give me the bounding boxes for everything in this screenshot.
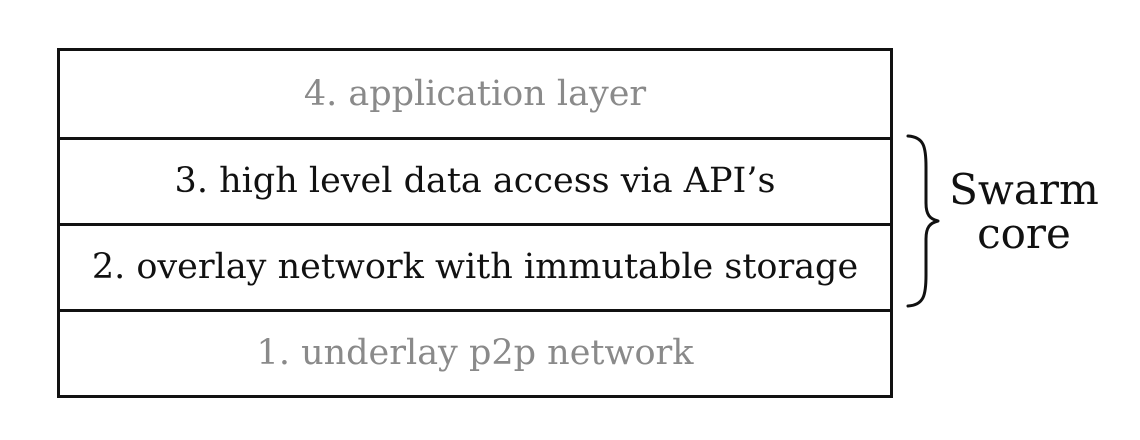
curly-brace xyxy=(906,134,940,308)
layer-data-access-label: 3. high level data access via API’s xyxy=(174,161,776,201)
layer-overlay-network: 2. overlay network with immutable storag… xyxy=(60,223,890,309)
swarm-core-label-line1: Swarm xyxy=(949,165,1099,214)
layer-application: 4. application layer xyxy=(60,51,890,137)
layer-underlay-network-label: 1. underlay p2p network xyxy=(256,333,694,373)
swarm-core-label-line2: core xyxy=(977,209,1071,258)
layer-data-access: 3. high level data access via API’s xyxy=(60,137,890,223)
swarm-core-label: Swarm core xyxy=(944,168,1104,256)
layer-stack: 4. application layer 3. high level data … xyxy=(57,48,893,398)
layer-underlay-network: 1. underlay p2p network xyxy=(60,309,890,395)
layer-overlay-network-label: 2. overlay network with immutable storag… xyxy=(91,247,859,287)
layer-application-label: 4. application layer xyxy=(303,73,647,114)
